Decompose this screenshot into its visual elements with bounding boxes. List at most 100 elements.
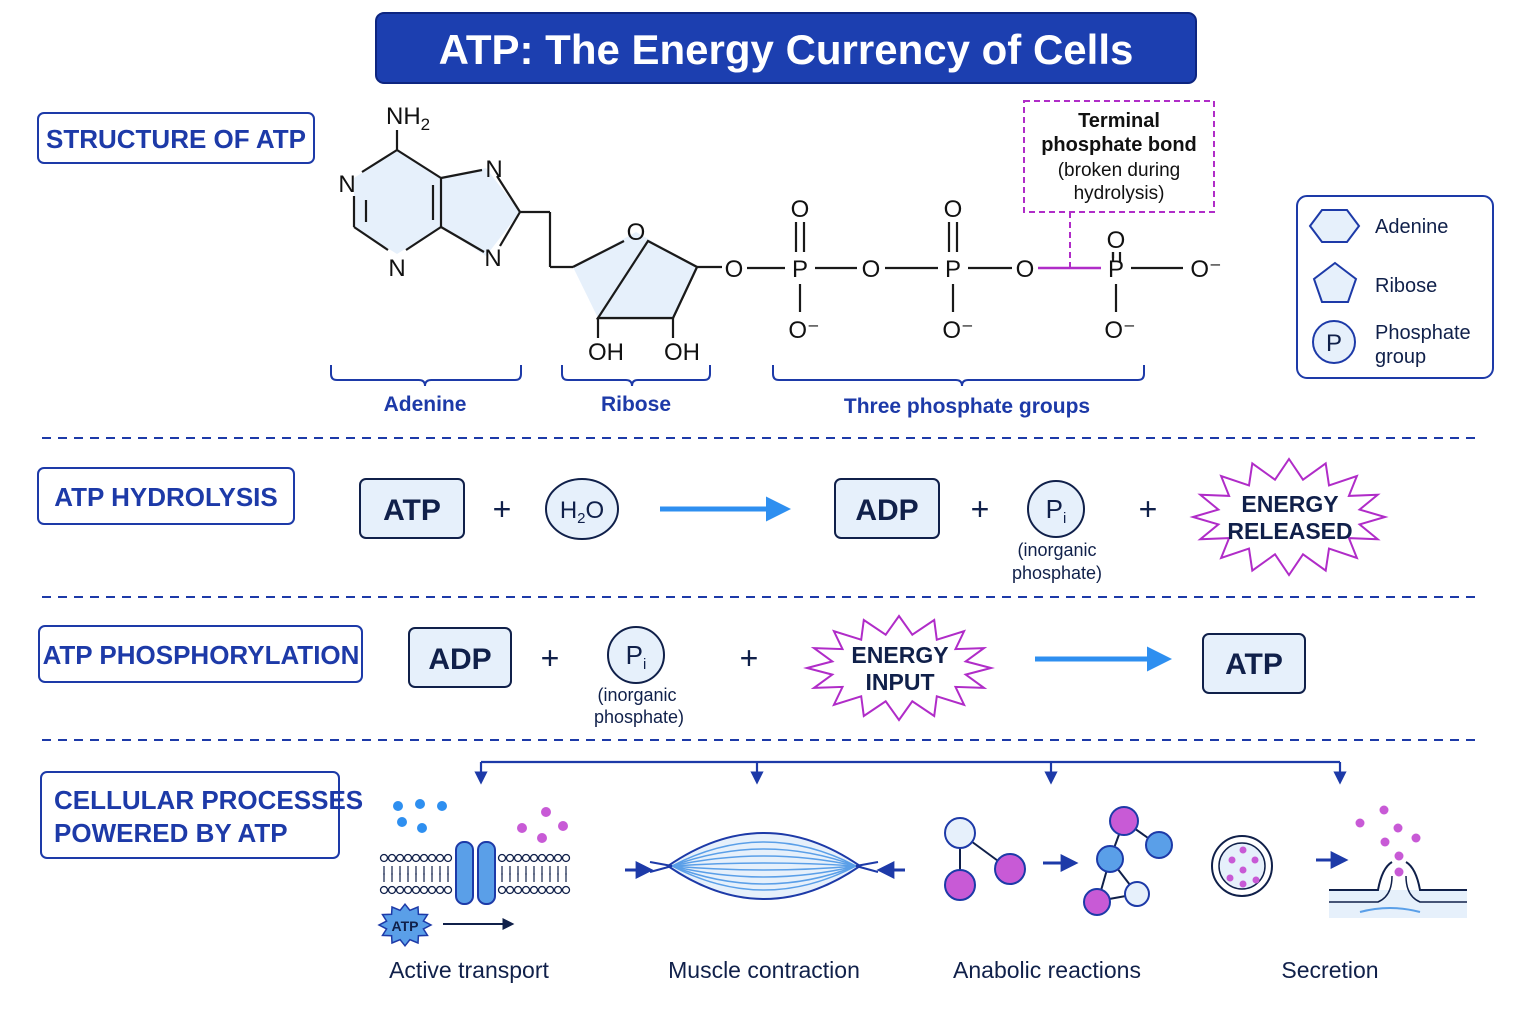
lipid-head: [561, 853, 571, 863]
lipid-head: [537, 885, 547, 895]
svg-text:ADP: ADP: [428, 643, 491, 676]
atom-label: O: [944, 196, 963, 223]
molecule-node: [1124, 881, 1150, 907]
molecule-dot: [541, 807, 551, 817]
molecule-node: [944, 869, 976, 901]
atp-structure: NH2 N N N N O OH OH: [330, 100, 1222, 418]
phosphorylation-equation: ADP + Pi (inorganic phosphate) + ENERGY …: [408, 614, 1306, 727]
lipid-head: [497, 853, 507, 863]
svg-text:(broken during: (broken during: [1058, 160, 1181, 181]
lipid-head: [545, 853, 555, 863]
molecule-node: [994, 853, 1026, 885]
lipid-head: [513, 885, 523, 895]
lipid-head: [497, 885, 507, 895]
svg-text:(inorganic: (inorganic: [597, 685, 676, 705]
svg-text:ATP PHOSPHORYLATION: ATP PHOSPHORYLATION: [43, 640, 360, 670]
atom-label: O: [627, 219, 646, 246]
energy-released-burst: [1189, 457, 1389, 577]
terminal-bond-callout: Terminal phosphate bond (broken during h…: [1023, 100, 1215, 268]
structure-braces: [330, 365, 1145, 387]
lipid-head: [387, 885, 397, 895]
plus-sign: +: [493, 491, 512, 527]
lipid-head: [513, 853, 523, 863]
lipid-head: [521, 853, 531, 863]
atp-badge: [377, 903, 433, 947]
svg-text:(inorganic: (inorganic: [1017, 540, 1096, 560]
section-label-processes: CELLULAR PROCESSES POWERED BY ATP: [40, 771, 363, 859]
atom-label: O: [862, 256, 881, 283]
lipid-head: [387, 853, 397, 863]
lipid-head: [411, 853, 421, 863]
section-label-hydrolysis: ATP HYDROLYSIS: [37, 467, 295, 525]
lipid-head: [505, 885, 515, 895]
lipid-head: [427, 853, 437, 863]
secretion-illustration: [1211, 805, 1467, 918]
molecule-dot: [417, 823, 427, 833]
molecule-node: [944, 817, 976, 849]
atom-label: OH: [588, 339, 624, 366]
molecule-node: [1083, 888, 1111, 916]
lipid-head: [411, 885, 421, 895]
brace-ribose: [561, 365, 711, 387]
atom-label: N: [484, 245, 501, 272]
svg-text:STRUCTURE OF ATP: STRUCTURE OF ATP: [46, 124, 306, 154]
lipid-head: [403, 853, 413, 863]
svg-text:Ribose: Ribose: [1375, 275, 1437, 297]
lipid-head: [553, 853, 563, 863]
molecule-dot: [415, 799, 425, 809]
svg-text:ATP HYDROLYSIS: ATP HYDROLYSIS: [54, 482, 277, 512]
atom-label: O⁻: [1190, 256, 1221, 283]
atom-label: P: [792, 256, 808, 283]
svg-text:ENERGY: ENERGY: [851, 642, 948, 668]
atom-label: N: [388, 255, 405, 282]
water-circle: [545, 478, 619, 540]
atom-label: OH: [664, 339, 700, 366]
plus-sign: +: [541, 640, 560, 676]
section-label-structure: STRUCTURE OF ATP: [37, 112, 315, 164]
atom-label: N: [485, 156, 502, 183]
process-label-anabolic-reactions: Anabolic reactions: [953, 957, 1141, 983]
lipid-head: [443, 853, 453, 863]
lipid-head: [443, 885, 453, 895]
molecule-node: [1109, 806, 1139, 836]
transport-protein: [477, 841, 496, 905]
lipid-head: [545, 885, 555, 895]
atom-label: N: [338, 171, 355, 198]
cell-membrane: [1329, 890, 1467, 918]
svg-text:group: group: [1375, 346, 1426, 368]
atom-label: O⁻: [1104, 317, 1135, 344]
process-connector: [474, 760, 1347, 785]
svg-text:RELEASED: RELEASED: [1227, 518, 1352, 544]
atp-box: [359, 478, 465, 539]
pi-symbol: Pi: [1046, 494, 1067, 527]
atom-label: O⁻: [942, 317, 973, 344]
svg-text:phosphate): phosphate): [1012, 563, 1102, 583]
molecule-dot: [397, 817, 407, 827]
lipid-head: [419, 885, 429, 895]
water-formula: H2O: [560, 497, 604, 527]
svg-text:P: P: [1326, 330, 1342, 357]
atom-label: O: [1016, 256, 1035, 283]
svg-text:ATP: ATP: [383, 494, 441, 527]
muscle-contraction-illustration: [625, 832, 905, 900]
atom-label: P: [1108, 256, 1124, 283]
pi-symbol: Pi: [626, 640, 647, 673]
svg-text:hydrolysis): hydrolysis): [1074, 183, 1165, 204]
molecule-dot: [537, 833, 547, 843]
plus-sign: +: [740, 640, 759, 676]
lipid-head: [529, 853, 539, 863]
atom-label: NH2: [386, 103, 430, 134]
label-ribose: Ribose: [601, 393, 671, 416]
molecule-node: [1096, 845, 1124, 873]
phosphate-chain: [747, 222, 1183, 312]
anabolic-reactions-illustration: [944, 806, 1173, 916]
brace-phosphates: [772, 365, 1145, 387]
membrane-lipids: [379, 853, 571, 895]
svg-text:Phosphate: Phosphate: [1375, 322, 1471, 344]
svg-text:ENERGY: ENERGY: [1241, 491, 1338, 517]
separators: [42, 437, 1482, 741]
title-banner: ATP: The Energy Currency of Cells: [375, 12, 1197, 84]
adp-box: [408, 627, 512, 688]
hydrolysis-equation: ATP + H2O ADP + Pi (inorganic phosphate)…: [359, 457, 1389, 583]
